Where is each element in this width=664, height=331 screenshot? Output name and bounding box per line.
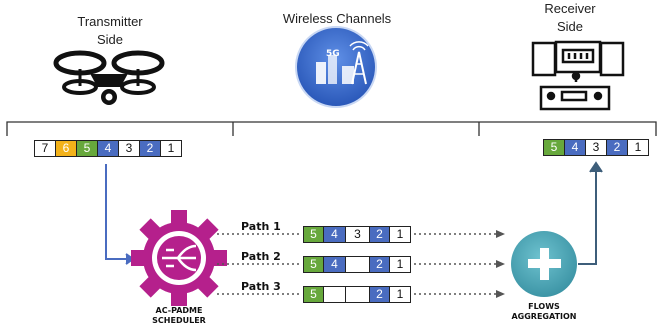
- path-packet: 2: [370, 287, 390, 302]
- scheduler-label-line2: SCHEDULER: [152, 316, 206, 325]
- receiver-header-line2: Side: [556, 19, 584, 34]
- wireless-badge: 5G: [326, 49, 340, 59]
- scheduler-label-line1: AC-PADME: [155, 306, 203, 315]
- transmitter-queue: 7 6 5 4 3 2 1: [34, 140, 182, 157]
- path-packet: 1: [390, 257, 410, 272]
- path-packet: 2: [370, 257, 390, 272]
- rx-packet: 1: [628, 140, 648, 155]
- path-packet: [346, 257, 370, 272]
- path-packet: [324, 287, 346, 302]
- scheduler-gear-icon: [131, 210, 227, 306]
- tx-packet: 6: [56, 141, 77, 156]
- plus-aggregation-icon: [511, 231, 577, 297]
- receiver-header: Receiver Side: [530, 1, 610, 35]
- path-arrowheads: [496, 230, 505, 298]
- tx-packet: 7: [35, 141, 56, 156]
- path-packet: 5: [304, 227, 324, 242]
- path-1-buffer: 5 4 3 2 1: [303, 226, 411, 243]
- aggregation-to-rx-arrow: [578, 161, 603, 265]
- rx-packet: 4: [565, 140, 586, 155]
- path-packet: 2: [370, 227, 390, 242]
- path-packet: 5: [304, 257, 324, 272]
- rx-packet: 5: [544, 140, 565, 155]
- path-packet: [346, 287, 370, 302]
- tx-to-scheduler-arrow: [105, 164, 135, 265]
- path-1-label: Path 1: [241, 220, 281, 233]
- transmitter-header-line2: Side: [96, 32, 124, 47]
- drone-icon: [53, 50, 165, 105]
- receiver-queue: 5 4 3 2 1: [543, 139, 649, 156]
- rx-packet: 3: [586, 140, 607, 155]
- transmitter-header-line1: Transmitter: [77, 14, 143, 29]
- tx-packet: 3: [119, 141, 140, 156]
- control-console-icon: [531, 40, 625, 111]
- path-packet: 3: [346, 227, 370, 242]
- rx-packet: 2: [607, 140, 628, 155]
- section-brackets: [6, 121, 657, 136]
- aggregation-label: FLOWS AGGREGATION: [504, 302, 584, 322]
- wireless-header: Wireless Channels: [282, 11, 392, 26]
- path-2-label: Path 2: [241, 250, 281, 263]
- path-packet: 1: [390, 287, 410, 302]
- path-2-buffer: 5 4 2 1: [303, 256, 411, 273]
- path-3-label: Path 3: [241, 280, 281, 293]
- tx-packet: 4: [98, 141, 119, 156]
- tx-packet: 1: [161, 141, 181, 156]
- path-packet: 4: [324, 227, 346, 242]
- wireless-5g-tower-icon: 5G: [295, 26, 377, 108]
- tx-packet: 2: [140, 141, 161, 156]
- path-packet: 4: [324, 257, 346, 272]
- tx-packet: 5: [77, 141, 98, 156]
- path-packet: 5: [304, 287, 324, 302]
- aggregation-label-line1: FLOWS: [528, 302, 560, 311]
- path-packet: 1: [390, 227, 410, 242]
- path-3-buffer: 5 2 1: [303, 286, 411, 303]
- scheduler-label: AC-PADME SCHEDULER: [139, 306, 219, 326]
- aggregation-label-line2: AGGREGATION: [511, 312, 577, 321]
- receiver-header-line1: Receiver: [544, 1, 596, 16]
- transmitter-header: Transmitter Side: [55, 14, 165, 48]
- path-dotted-lines: [217, 233, 498, 295]
